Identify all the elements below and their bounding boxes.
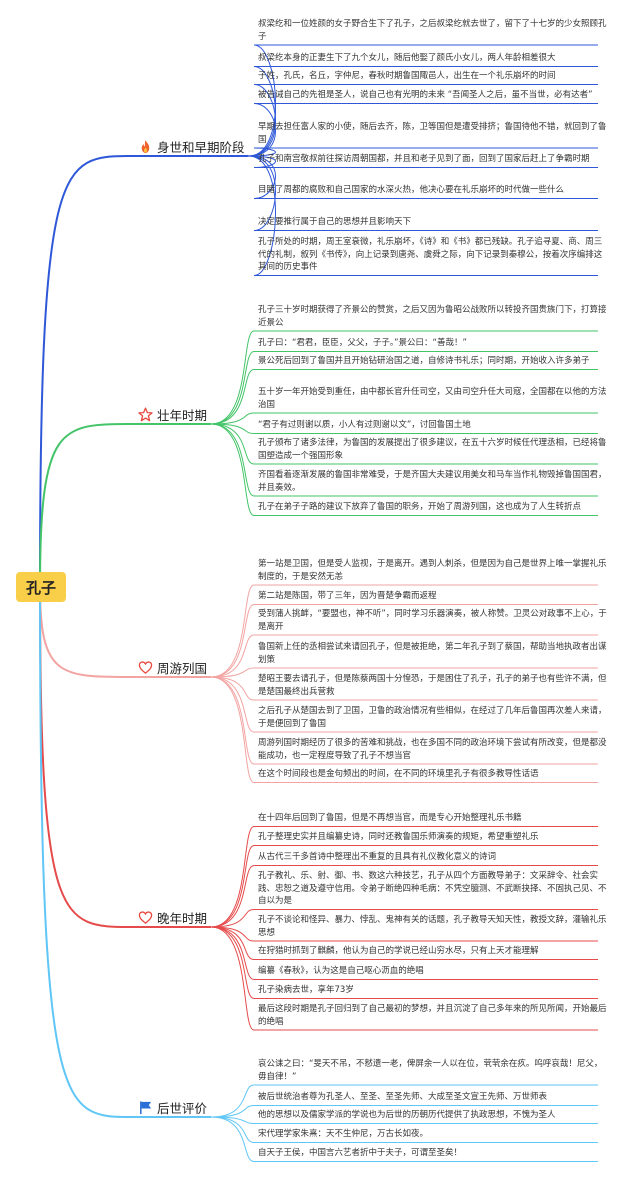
root-label: 孔子 [25, 578, 56, 597]
leaf-item[interactable]: 五十岁一年开始受到重任，由中都长官升任司空，又由司空升任大司寇，全国都在以他的方… [258, 387, 607, 410]
branch-label: 后世评价 [157, 1100, 208, 1116]
leaf-item[interactable]: 孔子在弟子子路的建议下放弃了鲁国的职务，开始了周游列国，这也成为了人生转折点 [258, 502, 582, 512]
heart-icon [138, 910, 153, 925]
leaf-item[interactable]: 孔子曰：“君君，臣臣，父父，子子。”景公曰：“善哉！” [258, 338, 467, 348]
leaf-connector [211, 330, 598, 425]
leaf-item[interactable]: 孔子染病去世，享年73岁 [258, 985, 354, 995]
leaf-item[interactable]: 孔子颁布了诸多法律，为鲁国的发展提出了很多建议，在五十六岁时候任代理丞相，已经将… [258, 438, 607, 461]
leaf-item[interactable]: 在狩猎时抓到了麒麟，他认为自己的学说已经山穷水尽，只有上天才能理解 [258, 946, 539, 956]
leaf-connector [211, 676, 598, 701]
leaf-connector [211, 926, 598, 960]
leaf-connector [248, 147, 598, 157]
leaf-connector [211, 1084, 598, 1118]
leaf-connector [211, 826, 598, 928]
leaf-connector [211, 412, 598, 425]
leaf-connector [211, 369, 598, 425]
leaf-item[interactable]: 周游列国时期经历了很多的苦难和挑战，也在多国不同的政治环境下尝试有所改变，但是都… [258, 738, 607, 761]
leaf-item[interactable]: 早期去担任富人家的小使，随后去齐，陈，卫等国但是遭受排挤；鲁国待他不错，就回到了… [258, 122, 607, 145]
leaf-item[interactable]: 孔子三十岁时期获得了齐景公的赞赏，之后又因为鲁昭公战败所以转投齐国贵族门下，打算… [258, 305, 607, 328]
leaf-connector [211, 634, 598, 678]
branch-node-late-years[interactable]: 晚年时期 [138, 906, 207, 928]
branch-connector [39, 586, 212, 1118]
leaf-item[interactable]: 齐国看着逐渐发展的鲁国非常难受，于是齐国大夫建议用美女和马车当作礼物毁掉鲁国国君… [258, 470, 607, 493]
leaf-item[interactable]: 在十四年后回到了鲁国，但是不再想当官，而是专心开始整理礼乐书籍 [258, 813, 522, 823]
branch-node-early-life[interactable]: 身世和早期阶段 [138, 135, 245, 157]
leaf-connector [211, 676, 598, 733]
leaf-connector [211, 604, 598, 678]
branch-label: 周游列国 [157, 660, 208, 676]
leaf-item[interactable]: 叔梁纥和一位姓颜的女子野合生下了孔子，之后叔梁纥就去世了，留下了十七岁的少女照顾… [258, 19, 607, 42]
leaf-item[interactable]: 自天子王侯，中国言六艺者折中于夫子，可谓至圣矣！ [258, 1148, 463, 1158]
leaf-item[interactable]: 景公死后回到了鲁国并且开始钻研治国之道，自修诗书礼乐；同时期，开始收入许多弟子 [258, 356, 590, 366]
leaf-item[interactable]: 哀公诔之曰：“旻天不吊，不憖遗一老，俾屏余一人以在位，茕茕余在疚。呜呼哀哉！尼父… [258, 1059, 603, 1082]
flag-icon [138, 1100, 153, 1115]
leaf-item[interactable]: 被告诫自己的先祖是圣人，说自己也有光明的未来 “吾闻圣人之后，虽不当世，必有达者… [258, 90, 593, 100]
leaf-connector [248, 155, 598, 276]
branch-connector [39, 155, 249, 588]
branch-node-legacy[interactable]: 后世评价 [138, 1096, 207, 1118]
branch-connector [39, 586, 212, 928]
leaf-item[interactable]: 孔子所处的时期，周王室衰微，礼乐崩坏，《诗》和《书》都已残缺。孔子追寻夏、商、周… [258, 237, 603, 272]
leaf-item[interactable]: 决定要推行属于自己的思想并且影响天下 [258, 217, 412, 227]
leaf-item[interactable]: 孔子教礼、乐、射、御、书、数这六种技艺，孔子从四个方面教导弟子：文采辞令、社会实… [258, 871, 607, 906]
branch-connector [39, 423, 212, 588]
branch-label: 晚年时期 [157, 910, 208, 926]
branch-label: 身世和早期阶段 [157, 139, 245, 155]
leaf-item[interactable]: 叔梁纥本身的正妻生下了九个女儿，随后他娶了颜氏小女儿，两人年龄相差很大 [258, 53, 556, 63]
leaf-item[interactable]: 鲁国新上任的丞相尝试来请回孔子，但是被拒绝，第二年孔子到了蔡国，帮助当地执政者出… [258, 642, 607, 665]
leaf-item[interactable]: 楚昭王要去请孔子，但是陈蔡两国十分惶恐，于是困住了孔子，孔子的弟子也有些许不满，… [258, 674, 607, 697]
leaf-connector [211, 1105, 598, 1118]
leaf-connector [248, 155, 598, 199]
leaf-item[interactable]: 最后这段时期是孔子回归到了自己最初的梦想，并且沉淀了自己多年来的所见所闻，开始最… [258, 1004, 607, 1027]
leaf-connector [248, 66, 598, 157]
leaf-connector [211, 351, 598, 425]
fire-icon [138, 139, 153, 154]
leaf-connector [211, 1116, 598, 1124]
leaf-connector [211, 845, 598, 928]
leaf-connector [211, 423, 598, 516]
leaf-connector [248, 155, 598, 168]
leaf-connector [248, 103, 598, 157]
leaf-item[interactable]: 第二站是陈国，带了三年，因为晋楚争霸而返程 [258, 591, 437, 601]
leaf-connector [248, 84, 598, 157]
branch-node-travels[interactable]: 周游列国 [138, 656, 207, 678]
leaf-item[interactable]: 孔子和南宫敬叔前往探访周朝国都，并且和老子见到了面，回到了国家后赶上了争霸时期 [258, 154, 590, 164]
leaf-item[interactable]: 之后孔子从楚国去到了卫国，卫鲁的政治情况有些相似，在经过了几年后鲁国再次差人来请… [258, 706, 607, 729]
leaf-item[interactable]: 宋代理学家朱熹：天不生仲尼，万古长如夜。 [258, 1129, 429, 1139]
leaf-connector [211, 667, 598, 678]
star-icon [138, 406, 153, 422]
branch-label: 壮年时期 [157, 407, 208, 423]
leaf-connector [211, 423, 598, 465]
branch-connector [39, 586, 212, 678]
leaf-item[interactable]: “君子有过则谢以质，小人有过则谢以文”，讨回鲁国土地 [258, 420, 471, 430]
leaf-item[interactable]: 他的思想以及儒家学派的学说也为后世的历朝历代提供了执政思想，不愧为圣人 [258, 1110, 556, 1120]
leaf-connector [211, 1116, 598, 1143]
leaf-connector [211, 423, 598, 434]
leaf-connector [211, 909, 598, 928]
leaf-connector [211, 1116, 598, 1162]
leaf-item[interactable]: 从古代三千多首诗中整理出不重复的且具有礼仪教化意义的诗词 [258, 852, 497, 862]
branch-node-prime-years[interactable]: 壮年时期 [138, 403, 207, 425]
leaf-connector [211, 584, 598, 678]
leaf-connector [211, 926, 598, 999]
leaf-item[interactable]: 孔子整理史实并且编纂史诗，同时还教鲁国乐师演奏的规矩，希望重塑礼乐 [258, 832, 539, 842]
leaf-item[interactable]: 在这个时间段也是金句频出的时间，在不同的环境里孔子有很多教导性话语 [258, 769, 539, 779]
leaf-item[interactable]: 第一站是卫国，但是受人监视，于是离开。遇到人刺杀，但是因为自己是世界上唯一掌握礼… [258, 559, 607, 582]
leaf-item[interactable]: 孔子不谈论和怪异、暴力、悖乱、鬼神有关的话题，孔子教导天知天性，教授文辞，灌输礼… [258, 915, 607, 938]
leaf-item[interactable]: 受到蒲人挑衅，“要盟也，神不听”，同时学习乐器演奏，被人称赞。卫灵公对政事不上心… [258, 609, 607, 632]
leaf-connector [211, 676, 598, 783]
heart-icon [138, 660, 153, 675]
leaf-item[interactable]: 子姓，孔氏，名丘，字仲尼，春秋时期鲁国陬邑人，出生在一个礼乐崩坏的时间 [258, 71, 556, 81]
leaf-connector [248, 44, 598, 157]
leaf-connector [211, 926, 598, 1031]
leaf-item[interactable]: 目睹了周都的腐败和自己国家的水深火热，他决心要在礼乐崩坏的时代做一些什么 [258, 185, 565, 195]
leaf-item[interactable]: 被后世统治者尊为孔圣人、至圣、至圣先师、大成至圣文宣王先师、万世师表 [258, 1092, 548, 1102]
leaf-connector [211, 865, 598, 928]
root-node[interactable]: 孔子 [16, 572, 66, 602]
leaf-item[interactable]: 编纂《春秋》，认为这是自己呕心沥血的绝唱 [258, 966, 424, 976]
leaf-connector [211, 926, 598, 942]
